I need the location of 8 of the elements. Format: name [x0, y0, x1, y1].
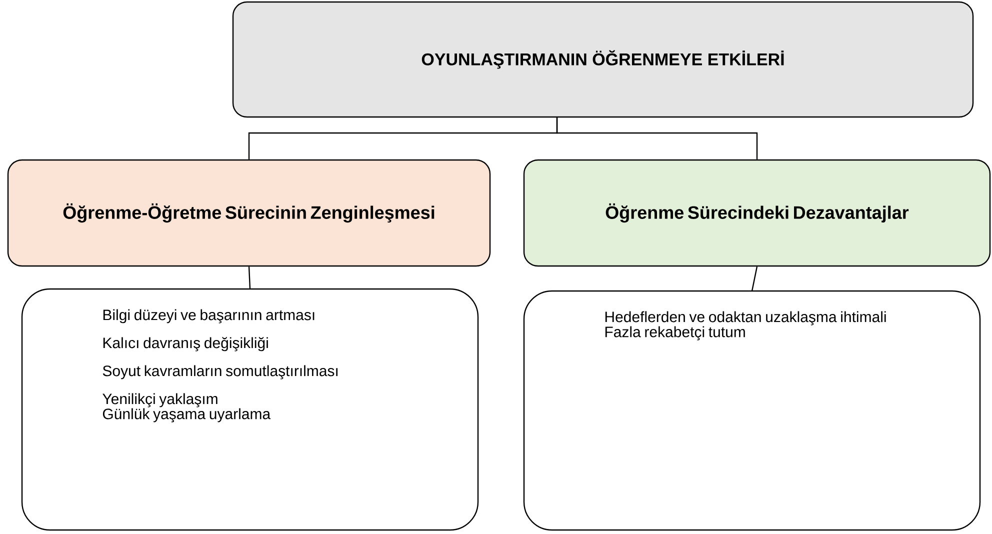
list-box: Hedeflerden ve odaktan uzaklaşma ihtimali Fazla rekabetçi tutum — [523, 290, 981, 531]
category-box: Öğrenme-Öğretme Sürecinin Zenginleşmesi — [7, 159, 491, 267]
list-box: Bilgi düzeyi ve başarının artması Kalıcı davranış değişikliği Soyut kavramların somutlaştırılması Yenilikçi yaklaşım Günlük yaşama uyarlama — [21, 288, 479, 531]
connector-line — [751, 266, 758, 292]
connector-line — [556, 118, 758, 160]
category-box: Öğrenme Sürecindeki Dezavantajlar — [523, 159, 991, 267]
connector-line — [248, 266, 251, 290]
title-box: OYUNLAŞTIRMANIN ÖĞRENMEYE ETKİLERİ — [232, 1, 974, 118]
